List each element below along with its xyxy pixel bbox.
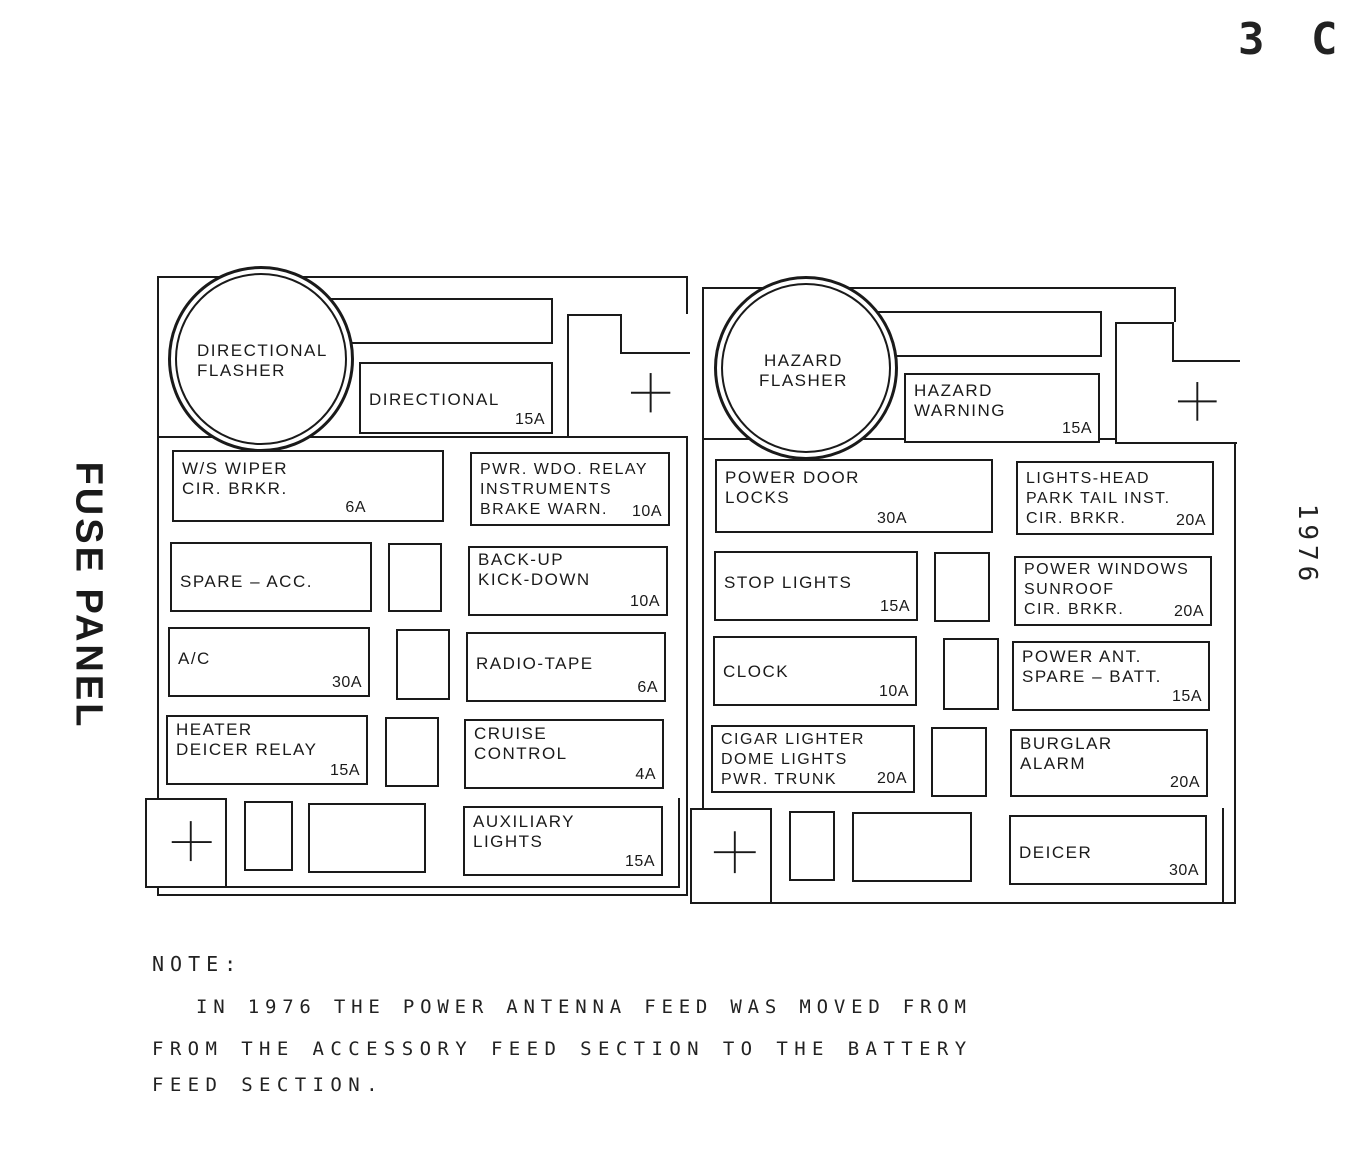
- fuse-amp: 30A: [332, 674, 362, 691]
- fuse-amp: 10A: [630, 593, 660, 610]
- fuse-slot: [934, 552, 990, 622]
- fuse-label: POWER ANT. SPARE – BATT.: [1022, 647, 1162, 686]
- fuse-amp: 20A: [1174, 603, 1204, 620]
- fuse-pwr-wdo-relay[interactable]: PWR. WDO. RELAY INSTRUMENTS BRAKE WARN. …: [470, 452, 670, 526]
- flasher-label: DIRECTIONAL FLASHER: [197, 341, 328, 380]
- fuse-amp: 6A: [345, 499, 366, 516]
- fuse-amp: 15A: [330, 762, 360, 779]
- fuse-label: DIRECTIONAL: [369, 390, 500, 409]
- fuse-directional[interactable]: DIRECTIONAL 15A: [359, 362, 553, 434]
- fuse-amp: 20A: [1176, 512, 1206, 529]
- fuse-amp: 10A: [632, 503, 662, 520]
- fuse-power-door-locks[interactable]: POWER DOOR LOCKS 30A: [715, 459, 993, 533]
- fuse-power-ant[interactable]: POWER ANT. SPARE – BATT. 15A: [1012, 641, 1210, 711]
- page-number: 3 C: [1238, 14, 1348, 65]
- fuse-ac[interactable]: A/C 30A: [168, 627, 370, 697]
- fuse-amp: 6A: [637, 679, 658, 696]
- fuse-label: W/S WIPER CIR. BRKR.: [182, 459, 289, 498]
- left-panel-divider: [157, 436, 688, 438]
- fuse-slot: [396, 629, 450, 700]
- fuse-label: STOP LIGHTS: [724, 573, 853, 592]
- fuse-label: CIGAR LIGHTER DOME LIGHTS PWR. TRUNK: [721, 731, 865, 788]
- fuse-hazard-warning[interactable]: HAZARD WARNING 15A: [904, 373, 1100, 443]
- plus-terminal: [145, 798, 227, 888]
- notch: [620, 314, 690, 354]
- fuse-label: DEICER: [1019, 843, 1093, 862]
- fuse-back-up[interactable]: BACK-UP KICK-DOWN 10A: [468, 546, 668, 616]
- note-heading: NOTE:: [152, 952, 243, 976]
- fuse-power-windows[interactable]: POWER WINDOWS SUNROOF CIR. BRKR. 20A: [1014, 556, 1212, 626]
- hazard-flasher[interactable]: HAZARD FLASHER: [714, 276, 898, 460]
- fuse-amp: 30A: [877, 510, 907, 527]
- fuse-label: POWER DOOR LOCKS: [725, 468, 860, 507]
- fuse-burglar-alarm[interactable]: BURGLAR ALARM 20A: [1010, 729, 1208, 797]
- flasher-label: HAZARD FLASHER: [759, 351, 848, 390]
- fuse-label: RADIO-TAPE: [476, 654, 594, 673]
- fuse-amp: 20A: [1170, 774, 1200, 791]
- fuse-label: CLOCK: [723, 662, 790, 681]
- fuse-slot: [388, 543, 442, 612]
- fuse-amp: 30A: [1169, 862, 1199, 879]
- note-line-1: IN 1976 THE POWER ANTENNA FEED WAS MOVED…: [196, 996, 972, 1018]
- fuse-label: HEATER DEICER RELAY: [176, 720, 318, 759]
- fuse-label: PWR. WDO. RELAY INSTRUMENTS BRAKE WARN.: [480, 461, 648, 518]
- fuse-panel-title: FUSE PANEL: [67, 461, 110, 730]
- fuse-slot: [385, 717, 439, 787]
- fuse-auxiliary-lights[interactable]: AUXILIARY LIGHTS 15A: [463, 806, 663, 876]
- fuse-label: LIGHTS-HEAD PARK TAIL INST. CIR. BRKR.: [1026, 470, 1171, 527]
- fuse-cigar-lighter[interactable]: CIGAR LIGHTER DOME LIGHTS PWR. TRUNK 20A: [711, 725, 915, 793]
- fuse-label: CRUISE CONTROL: [474, 724, 568, 763]
- fuse-label: HAZARD WARNING: [914, 381, 1007, 420]
- fuse-label: AUXILIARY LIGHTS: [473, 812, 576, 851]
- fuse-amp: 4A: [635, 766, 656, 783]
- fuse-cruise[interactable]: CRUISE CONTROL 4A: [464, 719, 664, 789]
- fuse-label: POWER WINDOWS SUNROOF CIR. BRKR.: [1024, 561, 1190, 618]
- fuse-slot: [244, 801, 293, 871]
- note-line-2: FROM THE ACCESSORY FEED SECTION TO THE B…: [152, 1038, 973, 1060]
- fuse-spare-acc[interactable]: SPARE – ACC.: [170, 542, 372, 612]
- fuse-slot: [852, 812, 972, 882]
- fuse-lights-head[interactable]: LIGHTS-HEAD PARK TAIL INST. CIR. BRKR. 2…: [1016, 461, 1214, 535]
- fuse-label: BURGLAR ALARM: [1020, 734, 1113, 773]
- fuse-ws-wiper[interactable]: W/S WIPER CIR. BRKR. 6A: [172, 450, 444, 522]
- fuse-amp: 20A: [877, 770, 907, 787]
- fuse-heater[interactable]: HEATER DEICER RELAY 15A: [166, 715, 368, 785]
- fuse-label: A/C: [178, 649, 211, 668]
- fuse-slot: [789, 811, 835, 881]
- fuse-stop-lights[interactable]: STOP LIGHTS 15A: [714, 551, 918, 621]
- fuse-deicer[interactable]: DEICER 30A: [1009, 815, 1207, 885]
- note-line-3: FEED SECTION.: [152, 1074, 384, 1096]
- fuse-slot: [308, 803, 426, 873]
- notch: [1172, 322, 1240, 362]
- fuse-amp: 10A: [879, 683, 909, 700]
- fuse-amp: 15A: [1172, 688, 1202, 705]
- fuse-amp: 15A: [880, 598, 910, 615]
- directional-flasher[interactable]: DIRECTIONAL FLASHER: [168, 266, 354, 452]
- fuse-label: SPARE – ACC.: [180, 572, 313, 591]
- fuse-amp: 15A: [1062, 420, 1092, 437]
- fuse-amp: 15A: [625, 853, 655, 870]
- fuse-slot: [931, 727, 987, 797]
- fuse-slot: [943, 638, 999, 710]
- plus-terminal: [690, 808, 772, 904]
- year-mark: 1976: [1292, 503, 1322, 587]
- fuse-label: BACK-UP KICK-DOWN: [478, 550, 591, 589]
- fuse-radio-tape[interactable]: RADIO-TAPE 6A: [466, 632, 666, 702]
- fuse-amp: 15A: [515, 411, 545, 428]
- fuse-clock[interactable]: CLOCK 10A: [713, 636, 917, 706]
